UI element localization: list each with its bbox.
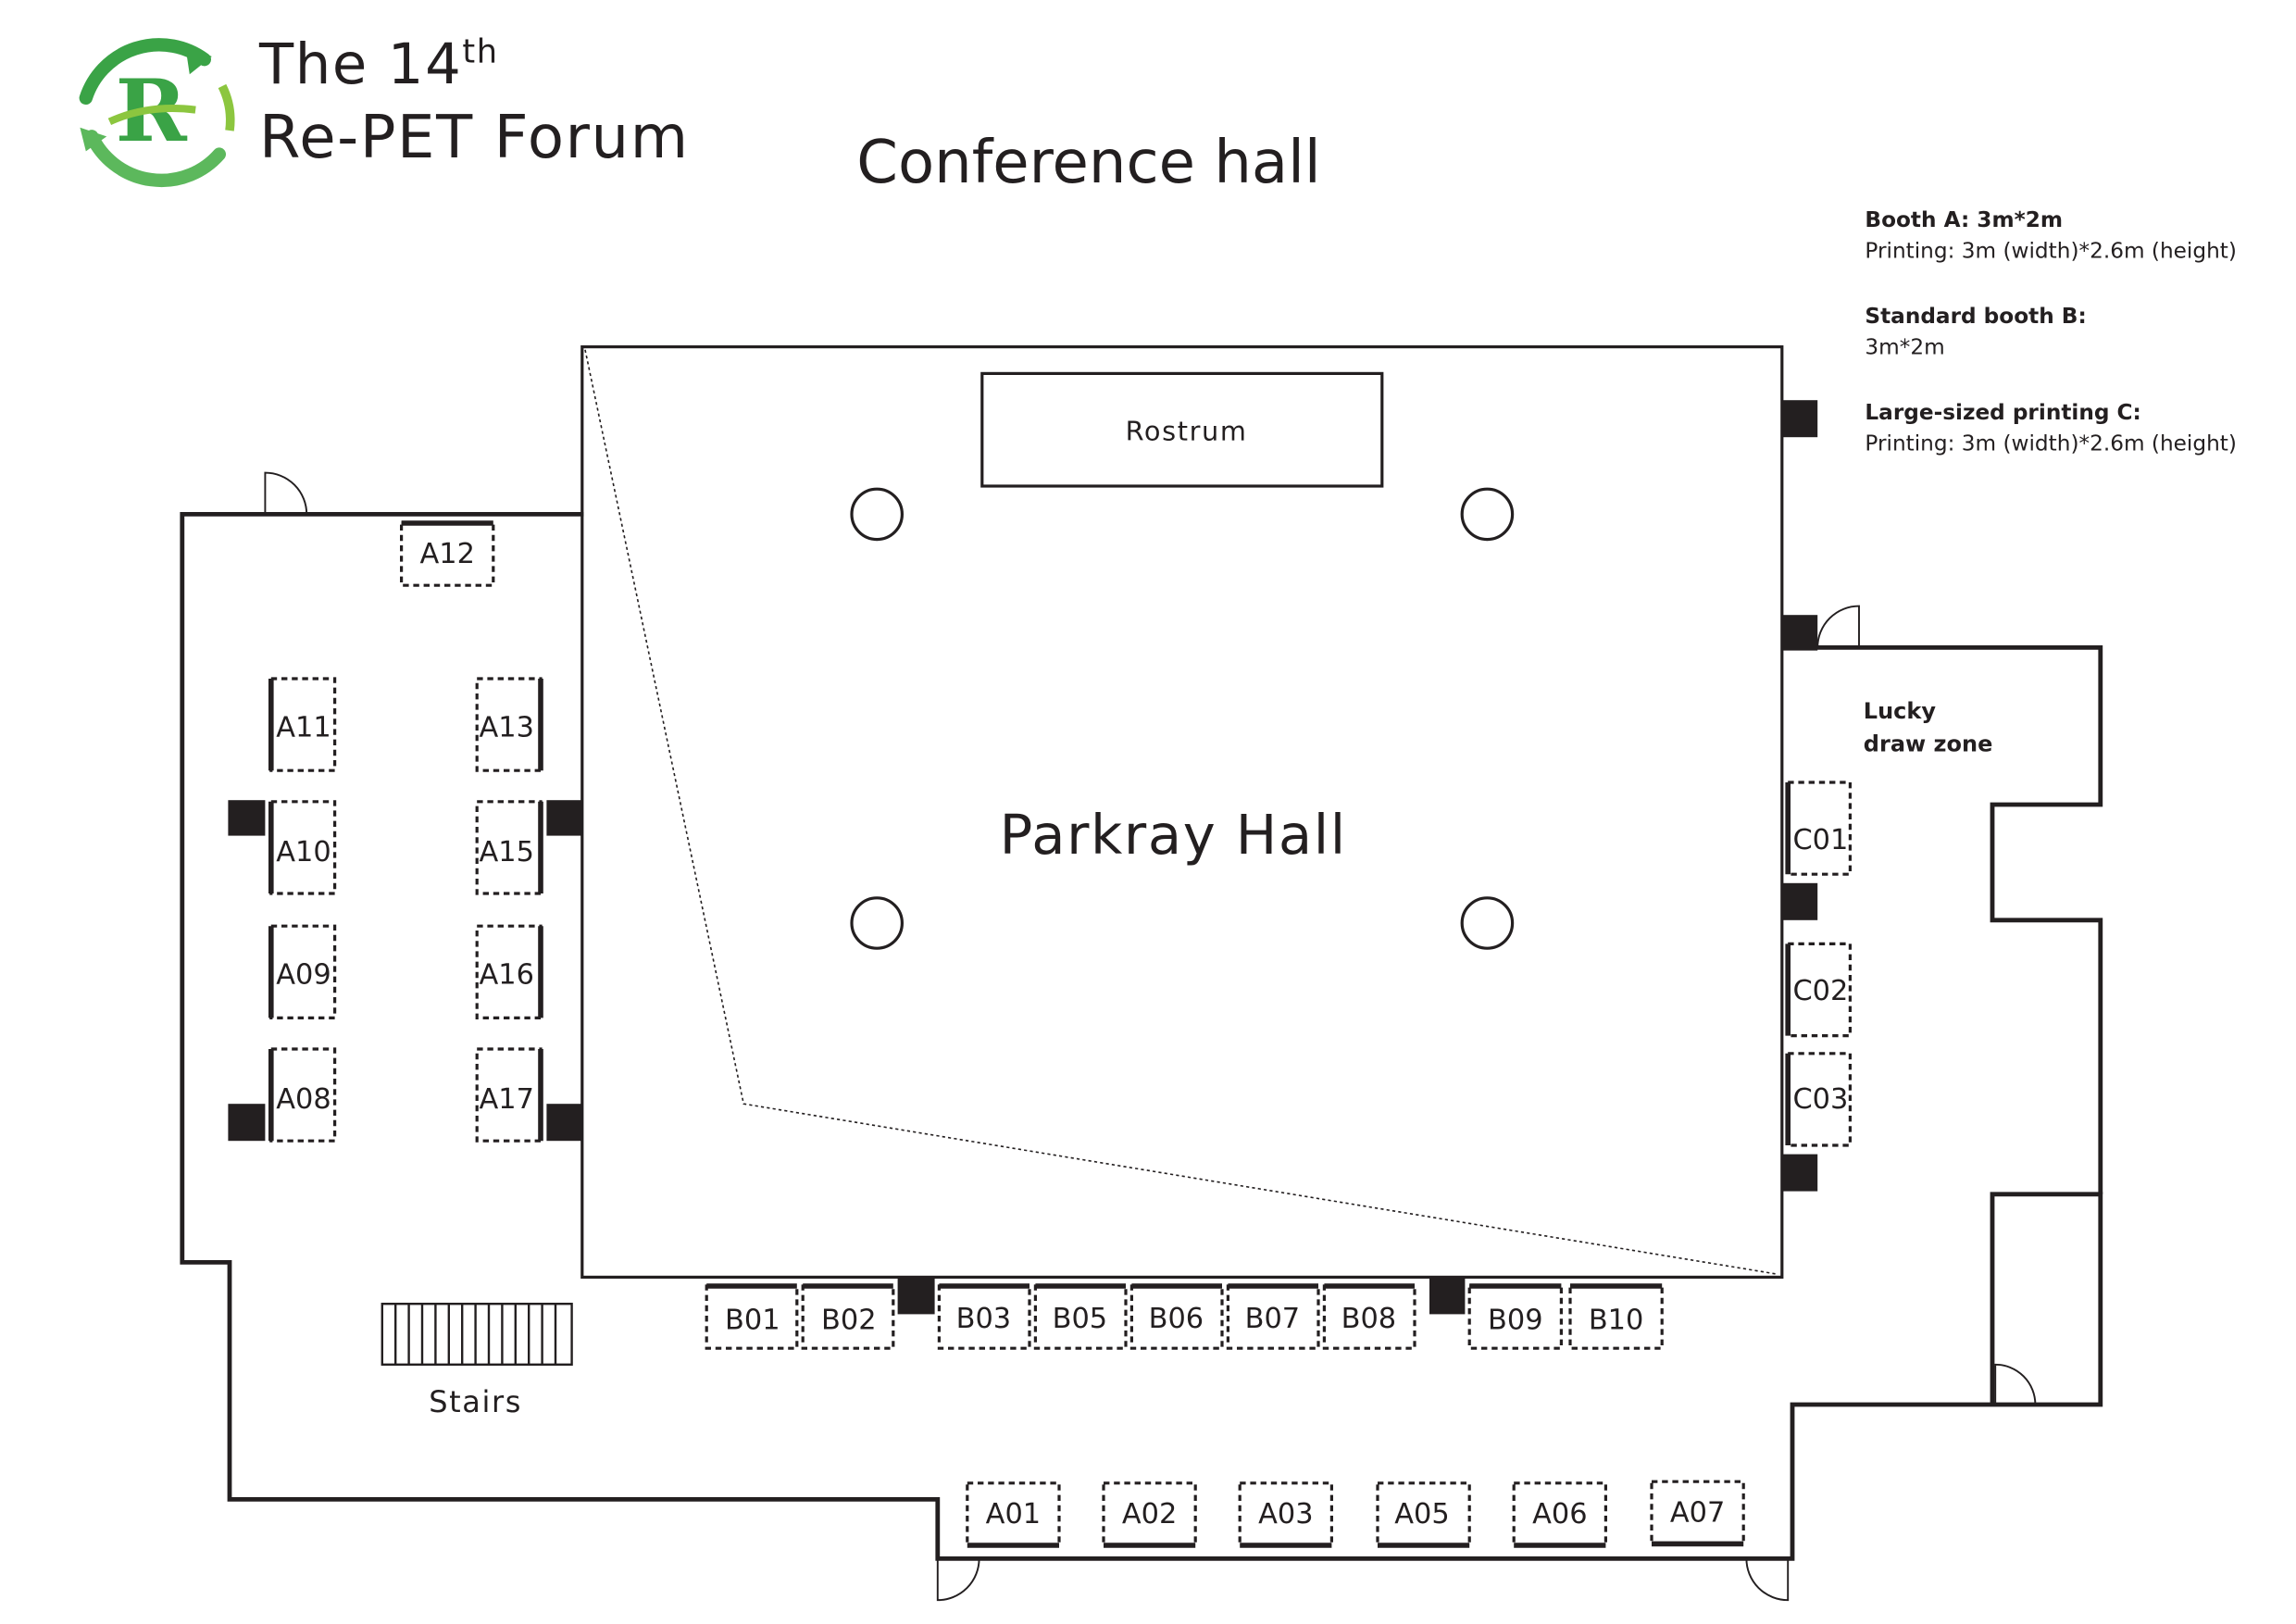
pillar	[228, 1104, 266, 1142]
booth-b02[interactable]: B02	[801, 1283, 895, 1350]
legend-booth-c-desc: Printing: 3m (width)*2.6m (height)	[1865, 431, 2237, 456]
booth-label: A01	[986, 1498, 1041, 1530]
pillar	[228, 800, 266, 836]
booth-a11[interactable]: A11	[268, 677, 337, 772]
door	[264, 471, 308, 515]
booth-label: A08	[276, 1083, 331, 1116]
booth-label: B02	[821, 1304, 877, 1336]
booth-label: C02	[1792, 975, 1848, 1007]
door	[936, 1558, 980, 1602]
booth-label: B08	[1341, 1303, 1397, 1335]
booth-a03[interactable]: A03	[1238, 1481, 1334, 1548]
legend-booth-b-title: Standard booth B:	[1865, 304, 2086, 329]
right-wing-wall	[1781, 645, 2103, 1194]
booth-label: A03	[1258, 1498, 1313, 1530]
column	[1460, 487, 1515, 542]
door	[1816, 605, 1860, 648]
booth-a01[interactable]: A01	[966, 1481, 1061, 1548]
event-title-line2: Re-PET Forum	[259, 104, 690, 172]
booth-b05[interactable]: B05	[1033, 1283, 1128, 1350]
map-title: Conference hall	[856, 129, 1320, 197]
booth-label: A11	[276, 711, 331, 743]
booth-label: A09	[276, 959, 331, 992]
doors	[264, 471, 2037, 1602]
event-title-superscript: th	[462, 32, 498, 70]
booth-b03[interactable]: B03	[937, 1283, 1031, 1350]
column	[1460, 896, 1515, 950]
booth-label: A16	[479, 959, 533, 992]
booth-c01[interactable]: C01	[1785, 781, 1853, 876]
stairs	[381, 1303, 573, 1367]
door	[1745, 1558, 1790, 1602]
pillar	[1429, 1277, 1466, 1315]
booth-label: A07	[1670, 1496, 1725, 1529]
column	[850, 487, 904, 542]
pillar	[546, 800, 582, 836]
booth-label: A05	[1394, 1498, 1449, 1530]
booth-a12[interactable]: A12	[400, 520, 495, 587]
booth-label: B01	[725, 1304, 780, 1336]
pillar	[897, 1277, 935, 1315]
booth-a17[interactable]: A17	[475, 1047, 543, 1143]
booth-a08[interactable]: A08	[268, 1047, 337, 1143]
booth-a15[interactable]: A15	[475, 800, 543, 895]
pillar	[1781, 615, 1818, 651]
legend-booth-a-desc: Printing: 3m (width)*2.6m (height)	[1865, 239, 2237, 264]
pillar	[1781, 882, 1818, 920]
pillar	[1781, 400, 1818, 438]
forum-logo: R	[79, 38, 235, 187]
event-title-line1: The 14th	[258, 32, 499, 97]
pillar	[546, 1104, 582, 1142]
legend-booth-c-title: Large-sized printing C:	[1865, 400, 2140, 425]
door	[1994, 1363, 2037, 1405]
booth-a13[interactable]: A13	[475, 677, 543, 772]
lucky-draw-zone-label-line1: Lucky	[1864, 698, 1937, 724]
booth-b09[interactable]: B09	[1467, 1283, 1564, 1350]
booth-label: C03	[1792, 1083, 1848, 1116]
booth-b06[interactable]: B06	[1129, 1283, 1224, 1350]
booth-label: A10	[276, 836, 331, 868]
booth-b01[interactable]: B01	[705, 1283, 799, 1350]
booth-a07[interactable]: A07	[1650, 1480, 1745, 1547]
booth-a16[interactable]: A16	[475, 924, 543, 1020]
event-title-prefix: The 14	[258, 32, 462, 97]
booth-label: A12	[419, 538, 474, 570]
stairs-label: Stairs	[429, 1384, 522, 1419]
booth-label: B09	[1488, 1304, 1543, 1336]
booth-a09[interactable]: A09	[268, 924, 337, 1020]
booth-label: B06	[1149, 1303, 1204, 1335]
booth-c03[interactable]: C03	[1785, 1052, 1853, 1147]
legend-booth-a-title: Booth A: 3m*2m	[1865, 207, 2063, 232]
booth-label: B05	[1053, 1303, 1108, 1335]
legend-booth-b-desc: 3m*2m	[1865, 335, 1944, 360]
booth-b08[interactable]: B08	[1322, 1283, 1416, 1350]
rostrum-label: Rostrum	[1126, 415, 1248, 446]
booth-a05[interactable]: A05	[1376, 1481, 1471, 1548]
booth-c02[interactable]: C02	[1785, 942, 1853, 1038]
booth-label: B10	[1589, 1304, 1644, 1336]
booth-a02[interactable]: A02	[1102, 1481, 1197, 1548]
parkray-hall: Rostrum Parkray Hall	[580, 345, 1784, 1280]
pillar	[1781, 1154, 1818, 1192]
hall-label: Parkray Hall	[1000, 803, 1347, 867]
booth-b10[interactable]: B10	[1568, 1283, 1664, 1350]
booth-a10[interactable]: A10	[268, 800, 337, 895]
booth-label: A17	[479, 1083, 533, 1116]
booth-a06[interactable]: A06	[1512, 1481, 1608, 1548]
booth-label: A06	[1532, 1498, 1587, 1530]
booth-label: B03	[956, 1303, 1012, 1335]
pillars	[228, 400, 1818, 1315]
booth-label: B07	[1245, 1303, 1301, 1335]
booth-label: A13	[479, 711, 533, 743]
booth-label: A02	[1122, 1498, 1177, 1530]
booth-legend: Booth A: 3m*2m Printing: 3m (width)*2.6m…	[1865, 207, 2237, 456]
lucky-draw-zone-label-line2: draw zone	[1864, 731, 1993, 756]
booth-label: A15	[479, 836, 533, 868]
column	[850, 896, 904, 950]
booth-b07[interactable]: B07	[1226, 1283, 1320, 1350]
booth-label: C01	[1792, 824, 1848, 856]
seating-area-boundary	[584, 349, 1778, 1275]
rostrum	[980, 371, 1384, 488]
